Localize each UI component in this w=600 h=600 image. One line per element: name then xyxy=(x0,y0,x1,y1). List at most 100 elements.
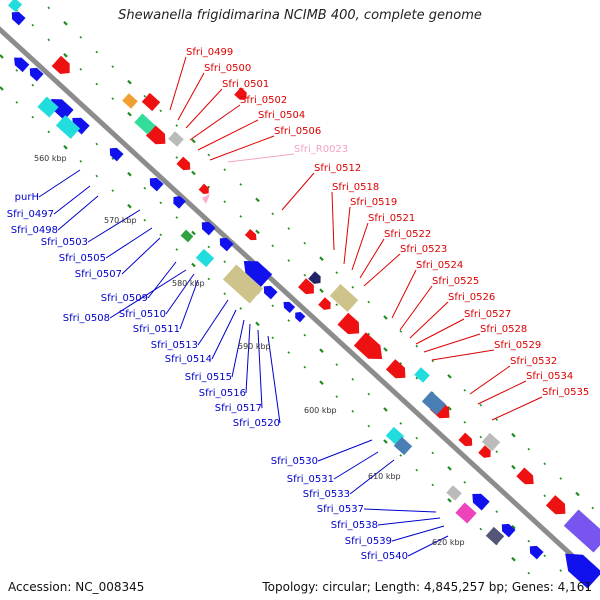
tick-dot xyxy=(31,83,35,87)
label-leader xyxy=(197,299,229,346)
tick-dot xyxy=(127,171,132,177)
tick-dot xyxy=(399,330,403,333)
tick-dot xyxy=(111,97,115,101)
gene-box xyxy=(168,131,184,147)
reverse-gene-label: Sfri_0508 xyxy=(63,313,110,324)
reverse-gene-label: Sfri_0515 xyxy=(185,372,232,383)
tick-dot xyxy=(175,124,179,127)
tick-dot xyxy=(543,462,547,466)
tick-dot xyxy=(95,82,99,86)
reverse-gene-arrow xyxy=(51,98,74,121)
tick-dot xyxy=(79,35,83,39)
tick-dot xyxy=(399,422,403,425)
tick-dot xyxy=(335,303,339,306)
forward-gene-arrow xyxy=(337,312,360,335)
reverse-gene-arrow xyxy=(109,147,124,162)
tick-dot xyxy=(383,347,388,352)
tick-dot xyxy=(223,168,227,171)
tick-dot xyxy=(79,159,83,163)
tick-dot xyxy=(207,245,211,249)
forward-gene-arrow xyxy=(478,445,491,458)
tick-dot xyxy=(335,363,339,366)
tick-dot xyxy=(191,138,196,144)
tick-dot xyxy=(95,142,99,146)
reverse-gene-label: Sfri_0530 xyxy=(271,456,318,467)
gene-box xyxy=(222,264,264,304)
reverse-gene-label: Sfri_0516 xyxy=(199,388,246,399)
tick-dot xyxy=(319,256,324,261)
label-leader xyxy=(423,333,481,353)
gene-box xyxy=(414,367,430,383)
reverse-gene-label: Sfri_0520 xyxy=(233,418,280,429)
tick-dot xyxy=(287,319,291,322)
reverse-gene-arrow xyxy=(243,260,273,288)
tick-dot xyxy=(319,380,324,385)
reverse-gene-arrow xyxy=(72,117,90,135)
tick-dot xyxy=(367,424,371,428)
tick-dot xyxy=(383,407,388,412)
tick-dot xyxy=(367,332,371,336)
tick-dot xyxy=(31,115,35,119)
tick-dot xyxy=(0,54,4,59)
tick-dot xyxy=(543,554,547,558)
reverse-gene-label: Sfri_0498 xyxy=(11,225,58,236)
tick-dot xyxy=(303,273,307,277)
tick-dot xyxy=(319,348,324,353)
reverse-gene-arrow xyxy=(295,312,306,323)
forward-gene-label: Sfri_0504 xyxy=(258,110,305,121)
tick-dot xyxy=(511,556,516,562)
forward-gene-arrow xyxy=(244,229,257,241)
label-leader xyxy=(257,329,263,409)
label-leader xyxy=(267,335,281,424)
tick-dot xyxy=(415,376,419,380)
label-leader xyxy=(331,191,335,251)
gene-box xyxy=(485,526,505,546)
gene-features xyxy=(7,0,600,589)
tick-dot xyxy=(191,262,196,268)
tick-dot xyxy=(271,244,275,248)
genome-summary-text: Topology: circular; Length: 4,845,257 bp… xyxy=(262,580,592,594)
reverse-gene-arrow xyxy=(472,493,490,511)
tick-dot xyxy=(495,510,499,514)
gene-box xyxy=(481,432,501,452)
forward-gene-arrow xyxy=(385,359,406,379)
label-leader xyxy=(169,56,187,111)
label-leader xyxy=(189,104,241,141)
reverse-gene-label: Sfri_0517 xyxy=(215,403,262,414)
tick-dot xyxy=(159,233,163,237)
label-leader xyxy=(349,459,395,495)
gene-box xyxy=(37,96,59,118)
forward-gene-arrow xyxy=(308,271,321,284)
gene-box xyxy=(455,502,477,524)
rna-gene-arrow xyxy=(202,194,210,204)
forward-gene-label: Sfri_0535 xyxy=(542,387,589,398)
label-leader xyxy=(491,396,543,421)
forward-gene-label: Sfri_0525 xyxy=(432,276,479,287)
reverse-gene-label: Sfri_0539 xyxy=(345,536,392,547)
reverse-gene-arrow xyxy=(14,57,30,73)
reverse-gene-label: Sfri_0533 xyxy=(303,489,350,500)
forward-gene-label: Sfri_0518 xyxy=(332,182,379,193)
reverse-gene-arrow xyxy=(201,221,216,236)
forward-gene-arrow xyxy=(458,432,473,447)
forward-gene-label: Sfri_0526 xyxy=(448,292,495,303)
label-leader xyxy=(87,209,141,243)
label-leader xyxy=(391,525,445,542)
tick-dot xyxy=(383,315,388,320)
tick-dot xyxy=(63,21,68,26)
tick-dot xyxy=(463,421,467,424)
tick-dot xyxy=(111,65,115,69)
tick-dot xyxy=(159,201,163,205)
forward-gene-arrow xyxy=(545,495,566,515)
tick-dot xyxy=(447,374,452,379)
tick-dot xyxy=(367,392,371,396)
label-leader xyxy=(147,261,177,299)
forward-gene-arrow xyxy=(353,332,383,360)
reverse-gene-label: Sfri_0507 xyxy=(75,269,122,280)
tick-dot xyxy=(271,212,275,216)
label-leader xyxy=(57,195,99,231)
genome-backbone xyxy=(0,26,592,574)
scale-label: 620 kbp xyxy=(432,538,465,547)
tick-dot xyxy=(47,130,51,134)
